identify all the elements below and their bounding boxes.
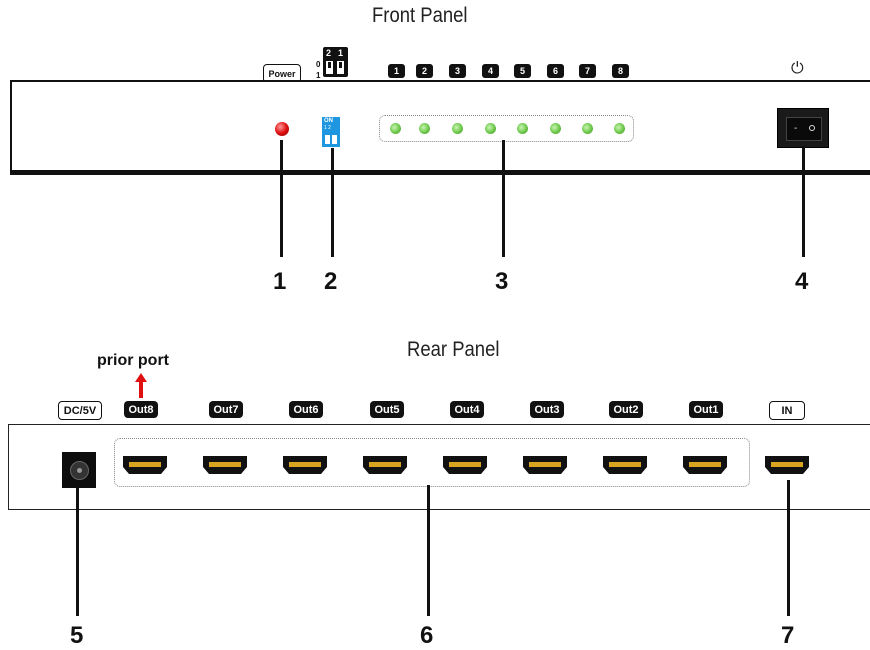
dc-jack[interactable] — [62, 452, 96, 488]
callout-line-2 — [331, 148, 334, 257]
dc-label: DC/5V — [58, 401, 102, 420]
prior-port-label: prior port — [97, 352, 169, 369]
callout-7: 7 — [781, 622, 795, 649]
channel-led-3 — [452, 123, 463, 134]
dip-diagram: 2 1 — [323, 47, 348, 77]
callout-line-4 — [802, 146, 805, 257]
channel-label-8: 8 — [612, 64, 629, 78]
hdmi-out1-port[interactable] — [682, 455, 728, 475]
callout-line-5 — [76, 488, 79, 616]
callout-4: 4 — [795, 268, 809, 295]
out3-label: Out3 — [530, 401, 564, 418]
output-port-group — [114, 438, 750, 487]
dc-jack-hole — [70, 461, 89, 480]
channel-led-1 — [390, 123, 401, 134]
dip-slot-2 — [326, 61, 333, 74]
channel-led-8 — [614, 123, 625, 134]
dip-side-label-1: 1 — [316, 71, 321, 80]
hdmi-out3-port[interactable] — [522, 455, 568, 475]
front-panel — [10, 80, 870, 172]
power-switch[interactable]: - — [777, 108, 829, 148]
out2-label: Out2 — [609, 401, 643, 418]
callout-6: 6 — [420, 622, 434, 649]
hdmi-out2-port[interactable] — [602, 455, 648, 475]
channel-led-4 — [485, 123, 496, 134]
channel-label-3: 3 — [449, 64, 466, 78]
callout-line-1 — [280, 140, 283, 257]
dip-toggle-2 — [332, 135, 337, 144]
channel-led-5 — [517, 123, 528, 134]
out4-label: Out4 — [450, 401, 484, 418]
channel-label-5: 5 — [514, 64, 531, 78]
channel-label-1: 1 — [388, 64, 405, 78]
channel-led-6 — [550, 123, 561, 134]
rear-panel-title: Rear Panel — [407, 338, 500, 361]
front-panel-title: Front Panel — [372, 4, 468, 27]
dip-slot-1 — [337, 61, 344, 74]
callout-2: 2 — [324, 268, 338, 295]
hdmi-out6-port[interactable] — [282, 455, 328, 475]
callout-line-6 — [427, 485, 430, 616]
out7-label: Out7 — [209, 401, 243, 418]
dip-number-2: 2 — [326, 48, 332, 58]
hdmi-in-port[interactable] — [764, 455, 810, 475]
out5-label: Out5 — [370, 401, 404, 418]
out8-label: Out8 — [124, 401, 158, 418]
channel-label-7: 7 — [579, 64, 596, 78]
hdmi-out5-port[interactable] — [362, 455, 408, 475]
power-led — [275, 122, 289, 136]
in-label: IN — [769, 401, 805, 420]
channel-label-4: 4 — [482, 64, 499, 78]
channel-label-6: 6 — [547, 64, 564, 78]
out6-label: Out6 — [289, 401, 323, 418]
channel-label-2: 2 — [416, 64, 433, 78]
callout-line-7 — [787, 480, 790, 616]
dip-number-1: 1 — [338, 48, 344, 58]
dip-side-label-0: 0 — [316, 60, 321, 69]
callout-line-3 — [502, 140, 505, 257]
dip-toggle-1 — [325, 135, 330, 144]
hdmi-out4-port[interactable] — [442, 455, 488, 475]
dip-switch-numbers: 1 2 — [324, 125, 331, 131]
callout-5: 5 — [70, 622, 84, 649]
out1-label: Out1 — [689, 401, 723, 418]
callout-3: 3 — [495, 268, 509, 295]
power-symbol-icon: ⏻ — [791, 60, 804, 77]
hdmi-out8-port[interactable] — [122, 455, 168, 475]
hdmi-out7-port[interactable] — [202, 455, 248, 475]
dip-switch[interactable]: ON 1 2 — [322, 117, 340, 147]
channel-led-2 — [419, 123, 430, 134]
power-switch-rocker: - — [786, 117, 822, 141]
dip-switch-on-text: ON — [324, 118, 333, 124]
channel-led-7 — [582, 123, 593, 134]
prior-port-arrow-icon — [135, 373, 147, 398]
channel-led-group — [379, 115, 634, 142]
callout-1: 1 — [273, 268, 287, 295]
